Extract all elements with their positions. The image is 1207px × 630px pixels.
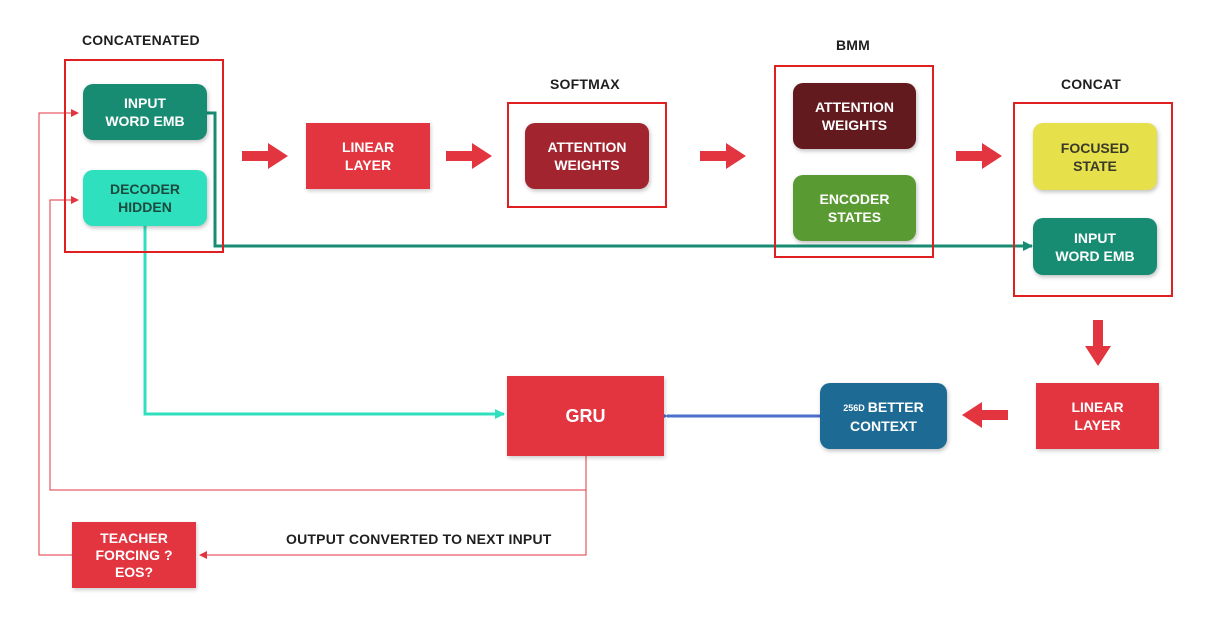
label-concat: CONCAT xyxy=(1061,76,1122,92)
linear-layer-node: LINEAR LAYER xyxy=(306,123,430,189)
attention-weights-bmm-node: ATTENTION WEIGHTS xyxy=(793,83,916,149)
decoder-hidden-node: DECODER HIDDEN xyxy=(83,170,207,226)
better-context-label: BETTER CONTEXT xyxy=(850,398,924,434)
group-softmax xyxy=(507,102,667,208)
label-bmm: BMM xyxy=(836,37,871,53)
focused-state-node: FOCUSED STATE xyxy=(1033,123,1157,190)
line-gru-to-teacher-forcing xyxy=(199,456,587,559)
arrow-softmax-to-bmm xyxy=(700,143,746,169)
label-output-converted: OUTPUT CONVERTED TO NEXT INPUT xyxy=(286,531,552,547)
input-word-emb-node: INPUT WORD EMB xyxy=(83,84,207,140)
line-input-emb-to-concat xyxy=(206,111,1033,251)
encoder-states-node: ENCODER STATES xyxy=(793,175,916,241)
label-softmax: SOFTMAX xyxy=(550,76,620,92)
arrow-bmm-to-concat xyxy=(956,143,1002,169)
arrow-concatenated-to-linear xyxy=(242,143,288,169)
gru-node: GRU xyxy=(507,376,664,456)
teacher-forcing-node: TEACHER FORCING ? EOS? xyxy=(72,522,196,588)
group-concatenated xyxy=(64,59,224,253)
line-teacher-to-input-emb xyxy=(38,109,79,556)
group-concat xyxy=(1013,102,1173,297)
linear-layer-2-node: LINEAR LAYER xyxy=(1036,383,1159,449)
input-word-emb-concat-node: INPUT WORD EMB xyxy=(1033,218,1157,275)
attention-weights-softmax-node: ATTENTION WEIGHTS xyxy=(525,123,649,189)
arrow-linear-to-softmax xyxy=(446,143,492,169)
better-context-prefix: 256D xyxy=(843,402,865,413)
arrow-concat-to-linear-down xyxy=(1085,320,1111,366)
line-decoder-hidden-to-gru xyxy=(143,226,505,419)
arrow-linear-to-context-left xyxy=(962,402,1008,428)
group-bmm xyxy=(774,65,934,258)
label-concatenated: CONCATENATED xyxy=(82,32,200,48)
